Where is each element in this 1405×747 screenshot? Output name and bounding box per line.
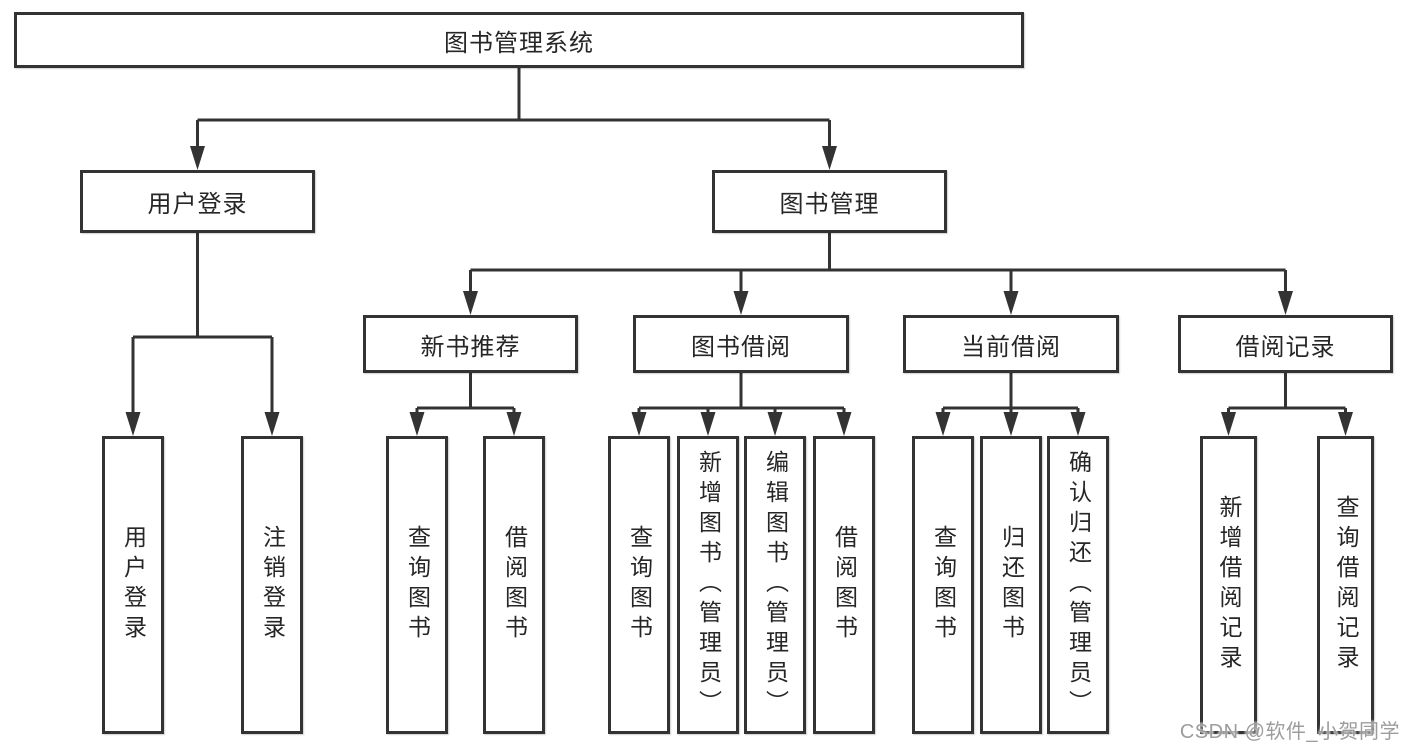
node-borrow-records: 借阅记录: [1178, 315, 1393, 373]
leaf-label: 用户登录: [120, 525, 147, 645]
leaf-query-books-recommend: 查询图书: [386, 436, 448, 734]
connector-new-book-recommend-to-leaves: [409, 373, 522, 436]
leaf-label: 借阅图书: [831, 525, 858, 645]
node-book-management: 图书管理: [712, 170, 947, 233]
leaf-label: 借阅图书: [501, 525, 528, 645]
node-label: 借阅记录: [1235, 333, 1336, 361]
leaf-label: 编辑图书（管理员）: [762, 450, 789, 720]
leaf-label: 新增借阅记录: [1216, 495, 1242, 675]
connector-root-to-level2: [190, 68, 837, 170]
leaf-logout: 注销登录: [241, 436, 303, 734]
node-user-login: 用户登录: [80, 170, 315, 233]
node-library-management-system: 图书管理系统: [14, 12, 1024, 68]
node-label: 图书借阅: [691, 333, 791, 361]
connector-current-borrow-to-leaves: [935, 373, 1086, 436]
node-label: 用户登录: [147, 191, 248, 218]
node-book-borrow: 图书借阅: [633, 315, 849, 373]
node-label: 图书管理: [779, 191, 880, 218]
node-label: 新书推荐: [420, 333, 521, 361]
connector-book-management-to-level3: [463, 233, 1293, 315]
leaf-query-borrow-record: 查询借阅记录: [1317, 436, 1374, 734]
leaf-add-borrow-record: 新增借阅记录: [1200, 436, 1257, 734]
connector-book-borrow-to-leaves: [631, 373, 852, 436]
node-new-book-recommend: 新书推荐: [363, 315, 578, 373]
leaf-label: 查询图书: [930, 525, 957, 645]
leaf-label: 查询图书: [626, 525, 653, 645]
leaf-label: 归还图书: [998, 525, 1025, 645]
leaf-add-books-admin: 新增图书（管理员）: [677, 436, 739, 734]
watermark: CSDN @软件_小贺同学: [1179, 721, 1400, 743]
leaf-edit-books-admin: 编辑图书（管理员）: [744, 436, 806, 734]
connector-user-login-to-leaves: [125, 233, 280, 436]
leaf-label: 确认归还（管理员）: [1065, 450, 1092, 720]
leaf-label: 注销登录: [259, 525, 286, 645]
node-label: 当前借阅: [961, 333, 1061, 361]
node-current-borrow: 当前借阅: [903, 315, 1119, 373]
leaf-label: 查询借阅记录: [1333, 495, 1359, 675]
leaf-confirm-return-admin: 确认归还（管理员）: [1047, 436, 1109, 734]
leaf-return-books: 归还图书: [980, 436, 1042, 734]
leaf-borrow-books: 借阅图书: [813, 436, 875, 734]
node-label: 图书管理系统: [444, 29, 594, 57]
leaf-label: 新增图书（管理员）: [695, 450, 722, 720]
leaf-user-login: 用户登录: [102, 436, 164, 734]
leaf-query-books-borrow: 查询图书: [608, 436, 670, 734]
leaf-query-books-current: 查询图书: [912, 436, 974, 734]
leaf-label: 查询图书: [404, 525, 431, 645]
connector-borrow-records-to-leaves: [1221, 373, 1353, 436]
leaf-borrow-books-recommend: 借阅图书: [483, 436, 545, 734]
